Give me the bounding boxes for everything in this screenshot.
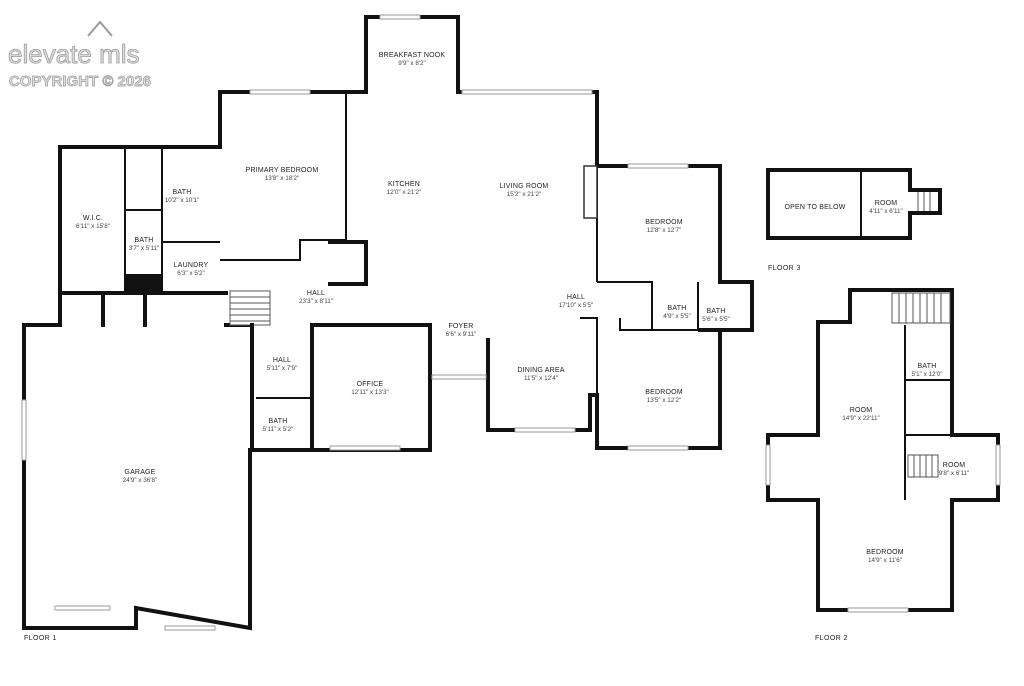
room-name-bedroom-south: BEDROOM	[645, 389, 683, 396]
fireplace	[583, 165, 598, 219]
room-dims-kitchen: 12'0" x 21'2"	[387, 189, 422, 196]
room-dims-floor2-room-small: 9'8" x 6'11"	[939, 470, 970, 477]
room-name-breakfast-nook: BREAKFAST NOOK	[379, 52, 446, 59]
floor2-plan	[765, 288, 1001, 613]
room-dims-bath-primary: 10'2" x 10'1"	[165, 197, 200, 204]
wall-hall-small	[250, 323, 314, 452]
watermark: elevate mls COPYRIGHT © 2026	[8, 20, 151, 90]
stairs-floor2-small	[907, 454, 939, 478]
floor3-labels: OPEN TO BELOW ROOM 4'11" x 6'11" FLOOR 3	[768, 200, 903, 272]
room-name-floor2-bath: BATH	[918, 363, 937, 370]
room-name-open-to-below: OPEN TO BELOW	[784, 204, 845, 211]
wall-hall-east	[580, 317, 598, 395]
stairs-floor1	[229, 290, 271, 326]
window	[627, 163, 689, 169]
room-dims-hall-east: 17'10" x 5'5"	[559, 302, 594, 309]
room-name-hall-small: HALL	[273, 357, 291, 364]
room-dims-hall-small: 5'11" x 7'9"	[267, 365, 298, 372]
wall-north-primary	[218, 90, 368, 142]
room-dims-wic: 6'11" x 15'8"	[76, 223, 110, 230]
floor1-labels: BREAKFAST NOOK 9'9" x 8'2" PRIMARY BEDRO…	[24, 52, 730, 642]
floor-label-3: FLOOR 3	[768, 265, 801, 272]
floor3-plan	[766, 168, 942, 240]
stairs-floor2	[891, 292, 951, 324]
room-name-living-room: LIVING ROOM	[500, 183, 549, 190]
room-dims-bedroom-south: 13'5" x 12'2"	[647, 397, 682, 404]
window	[21, 399, 27, 461]
room-name-floor2-room-large: ROOM	[850, 407, 873, 414]
room-dims-breakfast-nook: 9'9" x 8'2"	[398, 60, 426, 67]
window	[461, 89, 593, 95]
room-name-bath-primary: BATH	[173, 189, 192, 196]
window	[329, 445, 401, 451]
floor-label-1: FLOOR 1	[24, 635, 57, 642]
room-dims-hall-main: 23'3" x 8'11"	[299, 298, 333, 305]
floor1-plan	[21, 14, 754, 631]
room-name-hall-east: HALL	[567, 294, 585, 301]
room-name-bath-small: BATH	[135, 237, 154, 244]
room-dims-bedroom-east: 12'8" x 12'7"	[647, 227, 682, 234]
window	[847, 607, 909, 613]
wall-dining	[486, 328, 722, 450]
room-name-office: OFFICE	[357, 381, 384, 388]
window	[765, 444, 771, 486]
room-name-floor2-bedroom: BEDROOM	[866, 549, 904, 556]
room-dims-foyer: 6'6" x 9'11"	[446, 331, 477, 338]
room-name-foyer: FOYER	[448, 323, 473, 330]
room-dims-bath-small: 3'7" x 5'11"	[129, 245, 160, 252]
floor2-labels: BATH 5'1" x 12'0" ROOM 14'9" x 22'11" RO…	[815, 363, 969, 642]
window	[249, 89, 311, 95]
room-dims-office: 12'11" x 13'3"	[351, 389, 389, 396]
room-dims-primary-bedroom: 13'8" x 18'2"	[265, 175, 300, 182]
room-name-hall-main: HALL	[307, 290, 325, 297]
room-dims-bath-hall: 5'11" x 5'2"	[263, 426, 294, 433]
room-dims-garage: 24'9" x 36'8"	[123, 477, 158, 484]
roof-logo-icon	[87, 20, 113, 37]
room-name-bath-east-b: BATH	[707, 308, 726, 315]
wall-west-wing	[58, 138, 228, 295]
room-name-garage: GARAGE	[124, 469, 155, 476]
watermark-copyright: COPYRIGHT © 2026	[9, 73, 151, 90]
room-name-wic: W.I.C.	[83, 215, 103, 222]
wall-floor3-outer	[766, 168, 942, 240]
room-dims-living-room: 15'2" x 21'2"	[507, 191, 542, 198]
window	[514, 427, 576, 433]
watermark-brand: elevate mls	[8, 39, 140, 69]
window	[995, 444, 1001, 486]
room-dims-laundry: 6'3" x 5'2"	[177, 270, 205, 277]
room-name-floor3-room: ROOM	[875, 200, 898, 207]
wall-floor2-outer	[766, 288, 1000, 612]
room-name-kitchen: KITCHEN	[388, 181, 420, 188]
wall-kitchen-island	[328, 240, 368, 286]
wall-garage-top	[22, 291, 62, 327]
window	[54, 605, 111, 611]
room-dims-floor2-bath: 5'1" x 12'0"	[911, 371, 942, 378]
room-name-bath-hall: BATH	[269, 418, 288, 425]
room-name-dining-area: DINING AREA	[517, 367, 564, 374]
window	[379, 14, 421, 20]
room-name-primary-bedroom: PRIMARY BEDROOM	[246, 167, 319, 174]
room-dims-bath-east-b: 5'6" x 5'5"	[702, 316, 730, 323]
room-name-laundry: LAUNDRY	[174, 262, 209, 269]
room-name-floor2-room-small: ROOM	[943, 462, 966, 469]
room-name-bedroom-east: BEDROOM	[645, 219, 683, 226]
window	[164, 625, 216, 631]
room-dims-floor2-bedroom: 14'9" x 11'6"	[868, 557, 902, 564]
window	[431, 374, 487, 380]
room-dims-floor3-room: 4'11" x 6'11"	[869, 208, 903, 215]
wall-primary-bedroom-south	[220, 92, 347, 261]
floor-label-2: FLOOR 2	[815, 635, 848, 642]
room-dims-dining-area: 11'5" x 12'4"	[524, 375, 558, 382]
room-name-bath-east-a: BATH	[668, 305, 687, 312]
window	[627, 445, 689, 451]
room-dims-floor2-room-large: 14'9" x 22'11"	[842, 415, 880, 422]
stairs-floor3	[917, 192, 931, 211]
closet-fill	[126, 274, 161, 293]
wall-north-living	[456, 90, 754, 332]
room-dims-bath-east-a: 4'9" x 5'5"	[663, 313, 691, 320]
wall-bedroom-east-south	[597, 281, 653, 331]
